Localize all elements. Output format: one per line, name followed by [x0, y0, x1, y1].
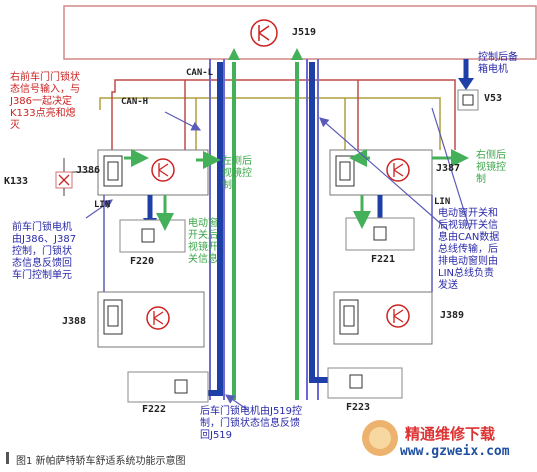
front-lock-motor-note: 前车门锁电机 由J386、J387 控制，门锁状 态信息反馈回 车门控制单元	[12, 222, 77, 281]
trunk-motor-note: 控制后备 箱电机	[478, 52, 518, 75]
j388-label: J388	[62, 316, 87, 327]
left-mirror-note: 左侧后 视镜控 制	[222, 156, 252, 191]
j386-label: J386	[76, 165, 101, 176]
watermark-url: www.gzweix.com	[400, 444, 510, 459]
f220-label: F220	[130, 256, 155, 267]
lin-right-label: LIN	[434, 197, 451, 207]
j519-label: J519	[292, 27, 317, 38]
can-l-wire	[111, 79, 456, 150]
window-switch-note: 电动窗 开关后 视镜开 关信息	[188, 218, 218, 265]
figure-caption: 图1 新帕萨特轿车舒适系统功能示意图	[16, 456, 186, 467]
j387-transistor-icon	[386, 158, 410, 182]
k133-label: K133	[4, 176, 29, 187]
j519-box	[63, 5, 537, 60]
caption-bar	[6, 452, 9, 464]
j387-label: J387	[436, 163, 461, 174]
f221-label: F221	[371, 254, 396, 265]
can-h-wire	[99, 97, 441, 150]
can-h-label: CAN-H	[121, 97, 149, 107]
right-mirror-note: 右侧后 视镜控 制	[476, 150, 506, 185]
can-l-label: CAN-L	[186, 68, 214, 78]
j389-label: J389	[440, 310, 465, 321]
watermark-title: 精通维修下载	[405, 425, 496, 443]
j386-transistor-icon	[151, 158, 175, 182]
f222-box	[127, 371, 209, 403]
f223-label: F223	[346, 402, 371, 413]
v53-label: V53	[484, 93, 503, 104]
j519-transistor-icon	[250, 19, 278, 47]
f222-label: F222	[142, 404, 167, 415]
front-lock-status-note: 右前车门门锁状 态信号输入，与 J386一起决定 K133点亮和熄 灭	[10, 72, 80, 131]
lin-left-label: LIN	[94, 200, 111, 210]
j388-transistor-icon	[146, 306, 170, 330]
f223-box	[327, 367, 403, 399]
j389-transistor-icon	[386, 304, 410, 328]
rear-lock-motor-note: 后车门锁电机由J519控 制，门锁状态信息反馈 回J519	[200, 406, 303, 441]
can-lin-info-note: 电动窗开关和 后视镜开关信 息由CAN数据 总线传输，后 排电动窗则由 LIN总…	[438, 208, 500, 291]
